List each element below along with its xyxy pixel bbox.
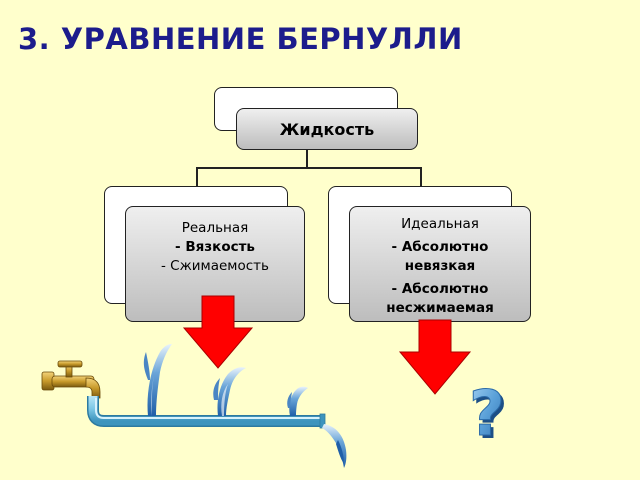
arrow-down-icon	[182, 295, 254, 369]
real-fluid-item: - Сжимаемость	[161, 258, 269, 274]
real-fluid-item: - Вязкость	[175, 239, 255, 255]
connector-horizontal	[196, 167, 422, 169]
page-title: 3. УРАВНЕНИЕ БЕРНУЛЛИ	[18, 22, 463, 56]
root-node: Жидкость	[236, 108, 418, 150]
ideal-fluid-node: Идеальная - Абсолютно невязкая - Абсолют…	[349, 206, 531, 322]
water-jet-icon	[143, 344, 172, 416]
arrow-down-icon	[398, 319, 472, 395]
ideal-fluid-heading: Идеальная	[401, 216, 479, 232]
water-jet-icon	[213, 367, 246, 416]
real-fluid-heading: Реальная	[181, 220, 249, 236]
question-mark-shadow: ?	[472, 380, 508, 453]
question-mark-icon: ? ?	[469, 377, 508, 454]
root-node-label: Жидкость	[279, 120, 375, 139]
water-stream-icon	[322, 424, 347, 468]
ideal-fluid-item: - Абсолютно несжимаемая	[386, 281, 494, 316]
pipe-icon	[87, 396, 326, 429]
ideal-fluid-item: - Абсолютно невязкая	[391, 239, 489, 274]
connector-right-drop	[420, 167, 422, 187]
connector-left-drop	[196, 167, 198, 187]
connector-root-stem	[306, 150, 308, 168]
water-jet-icon	[287, 386, 308, 416]
faucet-icon	[41, 360, 101, 399]
question-mark-glyph: ?	[469, 377, 505, 450]
